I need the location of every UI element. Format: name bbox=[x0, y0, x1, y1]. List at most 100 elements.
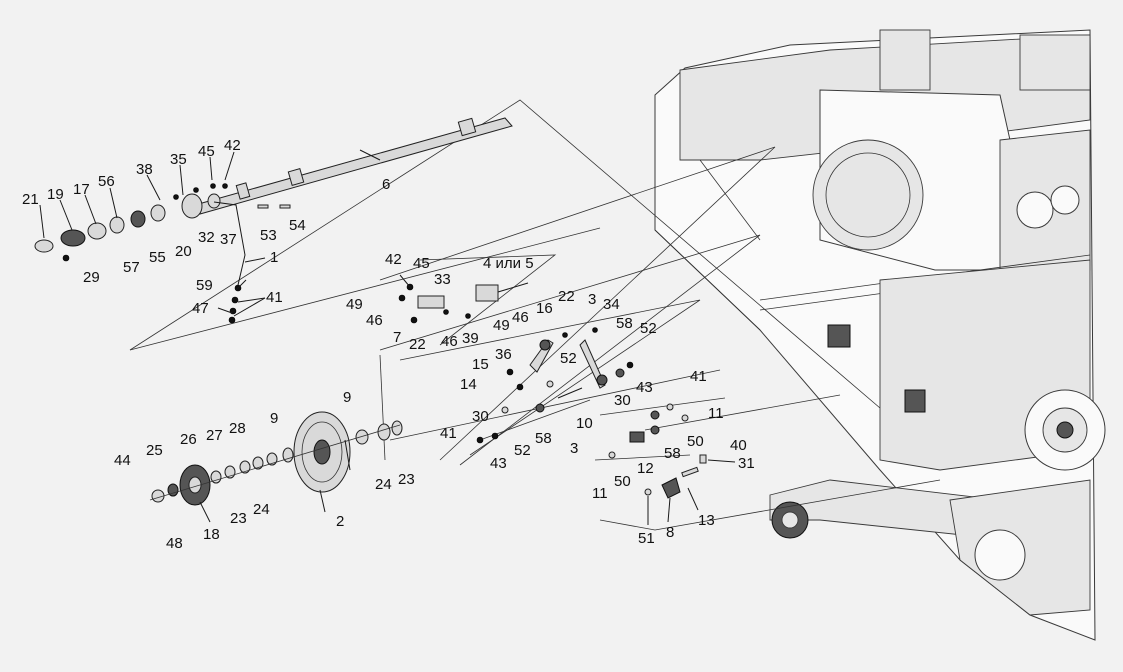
air-filter bbox=[879, 29, 931, 91]
seal-55 bbox=[150, 204, 166, 222]
part-label-p3a: 3 bbox=[588, 291, 596, 308]
part-label-p30a: 30 bbox=[614, 392, 631, 409]
part-label-p23a: 23 bbox=[398, 471, 415, 488]
part-label-p53: 53 bbox=[260, 227, 277, 244]
vent-grille-1 bbox=[827, 324, 851, 348]
part-label-p50a: 50 bbox=[687, 433, 704, 450]
part-label-p43a: 43 bbox=[636, 379, 653, 396]
grease-tube-1 bbox=[213, 201, 246, 286]
part-label-p52c: 52 bbox=[514, 442, 531, 459]
flange-19 bbox=[60, 229, 86, 247]
part-label-p15: 15 bbox=[472, 356, 489, 373]
part-label-p9b: 9 bbox=[270, 410, 278, 427]
part-label-p52a: 52 bbox=[640, 320, 657, 337]
part-label-p7: 7 bbox=[393, 329, 401, 346]
part-label-p46a: 46 bbox=[366, 312, 383, 329]
part-label-p45b: 45 bbox=[413, 255, 430, 272]
part-label-p14: 14 bbox=[460, 376, 477, 393]
part-label-p45a: 45 bbox=[198, 143, 215, 160]
part-label-p2: 2 bbox=[336, 513, 344, 530]
part-label-p56: 56 bbox=[98, 173, 115, 190]
part-label-p39: 39 bbox=[462, 330, 479, 347]
part-label-p34: 34 bbox=[603, 296, 620, 313]
part-label-p12: 12 bbox=[637, 460, 654, 477]
part-label-p42b: 42 bbox=[385, 251, 402, 268]
support-8 bbox=[661, 477, 681, 499]
main-shaft-6 bbox=[194, 117, 513, 215]
part-label-p54: 54 bbox=[289, 217, 306, 234]
ring-17 bbox=[87, 222, 107, 240]
part-label-p29: 29 bbox=[83, 269, 100, 286]
part-label-p13: 13 bbox=[698, 512, 715, 529]
part-label-p21: 21 bbox=[22, 191, 39, 208]
part-label-p46b: 46 bbox=[441, 333, 458, 350]
part-label-p22a: 22 bbox=[409, 336, 426, 353]
part-label-p49b: 49 bbox=[493, 317, 510, 334]
part-label-p35: 35 bbox=[170, 151, 187, 168]
mesh-panel bbox=[1019, 34, 1091, 91]
part-label-p23b: 23 bbox=[230, 510, 247, 527]
part-label-p41b: 41 bbox=[690, 368, 707, 385]
part-label-p44: 44 bbox=[114, 452, 131, 469]
part-label-p10: 10 bbox=[576, 415, 593, 432]
part-label-p37: 37 bbox=[220, 231, 237, 248]
part-label-p16: 16 bbox=[536, 300, 553, 317]
leader-lines bbox=[39, 149, 736, 525]
part-label-p50b: 50 bbox=[614, 473, 631, 490]
part-label-p36: 36 bbox=[495, 346, 512, 363]
bearing-57 bbox=[130, 210, 146, 228]
part-label-p40: 40 bbox=[730, 437, 747, 454]
part-label-p41a: 41 bbox=[266, 289, 283, 306]
part-label-p42a: 42 bbox=[224, 137, 241, 154]
part-label-p27: 27 bbox=[206, 427, 223, 444]
part-label-p3b: 3 bbox=[570, 440, 578, 457]
middle-lever-assembly bbox=[398, 282, 707, 499]
fan-disc bbox=[812, 139, 924, 251]
part-label-p6: 6 bbox=[382, 176, 390, 193]
part-label-p25: 25 bbox=[146, 442, 163, 459]
part-label-p33: 33 bbox=[434, 271, 451, 288]
shaft-hub-parts bbox=[34, 183, 291, 324]
group-boundary-lines bbox=[129, 99, 941, 531]
part-label-p47: 47 bbox=[192, 300, 209, 317]
part-label-p20: 20 bbox=[175, 243, 192, 260]
part-label-p9: 9 bbox=[343, 389, 351, 406]
part-label-p4or5: 4 или 5 bbox=[483, 255, 534, 272]
bracket-7 bbox=[417, 295, 445, 309]
part-label-p38: 38 bbox=[136, 161, 153, 178]
part-label-p58b: 58 bbox=[535, 430, 552, 447]
ring-23 bbox=[391, 420, 403, 436]
part-label-p46c: 46 bbox=[512, 309, 529, 326]
part-label-p11a: 11 bbox=[708, 405, 724, 422]
part-label-p17: 17 bbox=[73, 181, 90, 198]
housing-20 bbox=[181, 193, 203, 219]
part-label-p31: 31 bbox=[738, 455, 755, 472]
part-label-p57: 57 bbox=[123, 259, 140, 276]
part-label-p59: 59 bbox=[196, 277, 213, 294]
ring-24 bbox=[377, 423, 391, 441]
part-label-p24b: 24 bbox=[253, 501, 270, 518]
part-label-p22b: 22 bbox=[558, 288, 575, 305]
part-label-p30b: 30 bbox=[472, 408, 489, 425]
cap-21 bbox=[34, 239, 54, 253]
part-label-p1: 1 bbox=[270, 249, 278, 266]
part-label-p58c: 58 bbox=[664, 445, 681, 462]
part-label-p26: 26 bbox=[180, 431, 197, 448]
actuator-4-5 bbox=[475, 284, 499, 302]
part-label-p41c: 41 bbox=[440, 425, 457, 442]
part-label-p49a: 49 bbox=[346, 296, 363, 313]
pulley-assembly bbox=[149, 411, 403, 506]
part-label-p11b: 11 bbox=[592, 485, 608, 502]
part-label-p24a: 24 bbox=[375, 476, 392, 493]
part-label-p28: 28 bbox=[229, 420, 246, 437]
part-label-p32: 32 bbox=[198, 229, 215, 246]
part-label-p19: 19 bbox=[47, 186, 64, 203]
part-label-p58a: 58 bbox=[616, 315, 633, 332]
part-label-p18: 18 bbox=[203, 526, 220, 543]
clamp-12 bbox=[629, 431, 645, 443]
part-label-p43b: 43 bbox=[490, 455, 507, 472]
part-label-p51: 51 bbox=[638, 530, 655, 547]
